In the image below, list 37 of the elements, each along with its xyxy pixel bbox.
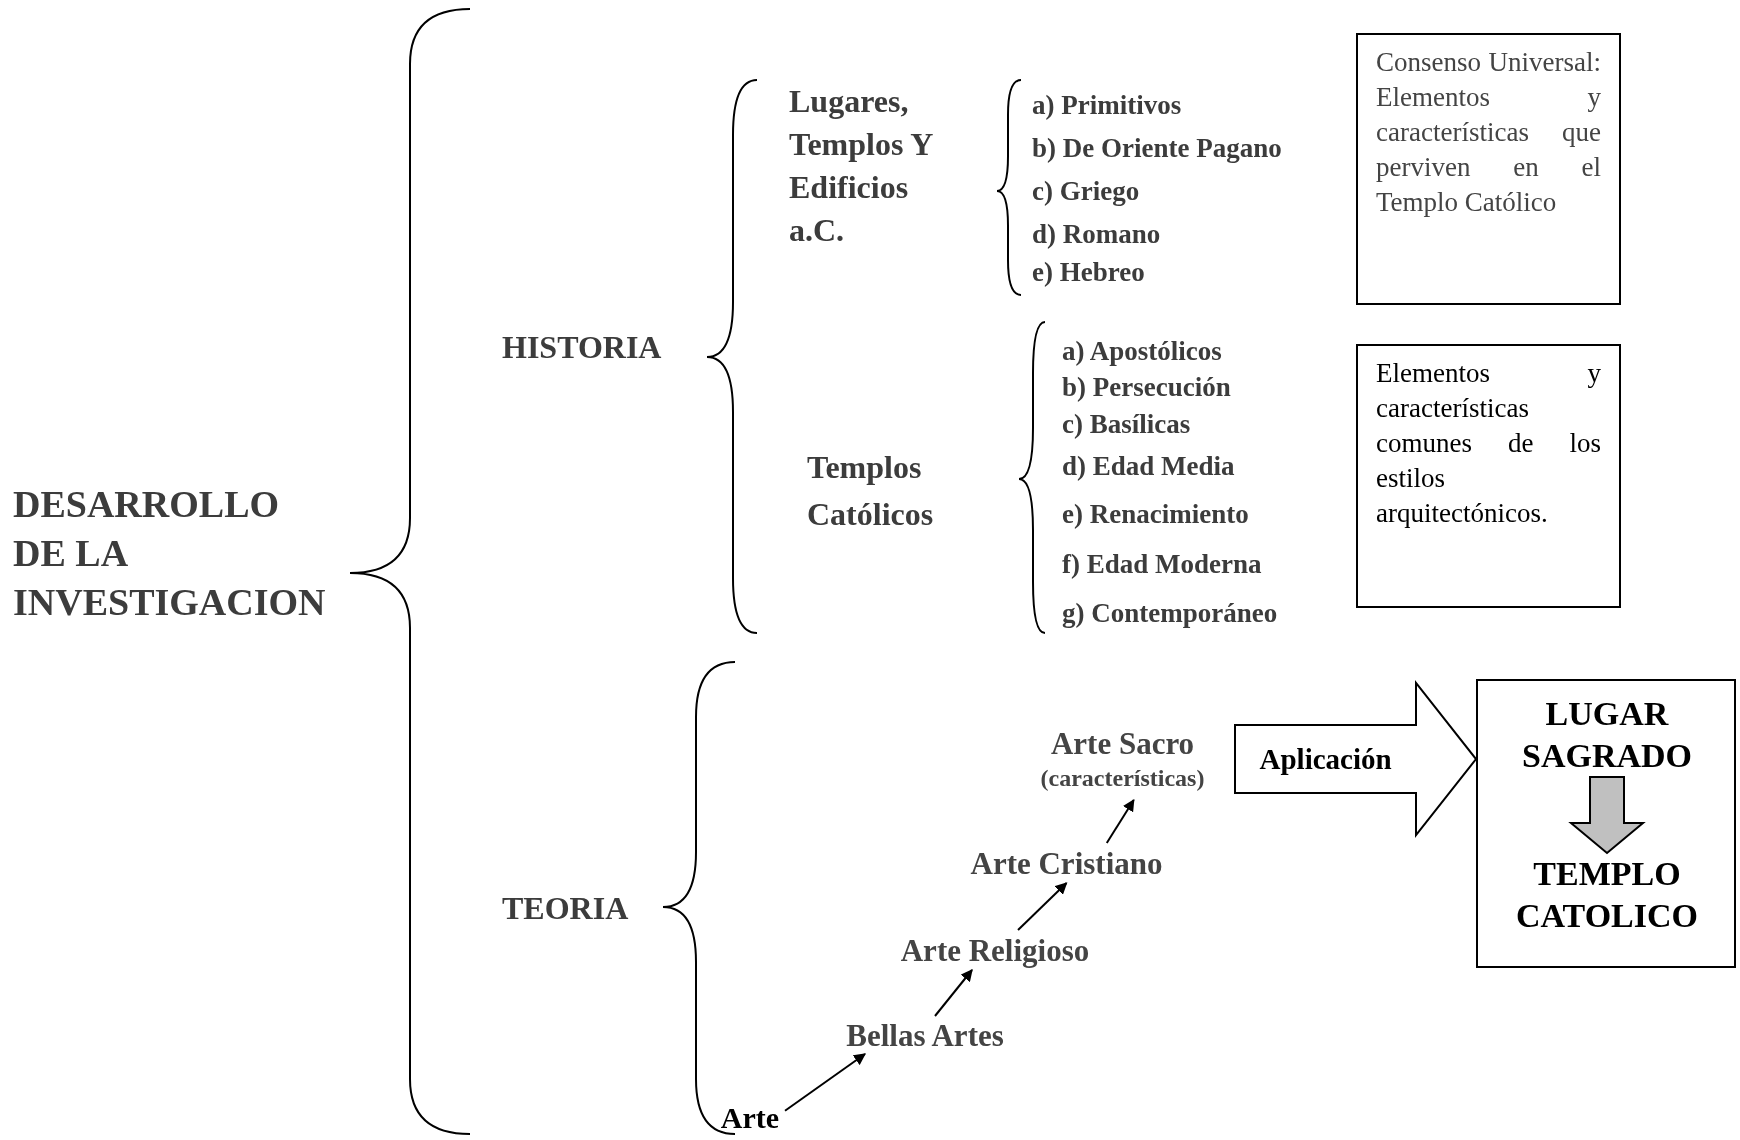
concept-note: (características) <box>1039 764 1206 794</box>
arrow <box>934 969 973 1017</box>
list-item: d) Romano <box>1032 218 1161 250</box>
list-item: c) Griego <box>1032 175 1140 207</box>
arrow <box>1105 799 1135 844</box>
list-item: e) Renacimiento <box>1062 498 1249 530</box>
list-item: a) Apostólicos <box>1062 335 1222 367</box>
edge-label: Aplicación <box>1259 742 1392 776</box>
topic-heading: DESARROLLO DE LA INVESTIGACION <box>13 482 327 625</box>
concept-label: Arte <box>715 1100 785 1136</box>
text-box <box>1356 33 1621 305</box>
list-item: e) Hebreo <box>1032 256 1145 288</box>
text-box <box>1356 344 1621 608</box>
list-item: b) Persecución <box>1062 371 1231 403</box>
block-arrow <box>1568 776 1646 855</box>
list-item: d) Edad Media <box>1062 450 1235 482</box>
list-item: a) Primitivos <box>1032 89 1182 121</box>
concept-label: Arte Cristiano <box>948 843 1185 883</box>
arrow <box>1017 882 1068 931</box>
list-item: c) Basílicas <box>1062 408 1191 440</box>
concept-label: Arte Religioso <box>880 930 1110 970</box>
arrow <box>784 1053 866 1112</box>
concept-label: TEMPLO CATOLICO <box>1478 853 1736 937</box>
branch-label: HISTORIA <box>502 328 662 366</box>
box-text: Elementos y características comunes de los estilos arquitectónicos. <box>1375 357 1602 531</box>
box-text: Consenso Universal: Elementos y características que perviven en el Templo Católico <box>1375 46 1602 220</box>
concept-label: LUGAR SAGRADO <box>1478 693 1736 777</box>
list-item: b) De Oriente Pagano <box>1032 132 1282 164</box>
list-item: f) Edad Moderna <box>1062 548 1262 580</box>
group-label: Templos Católicos <box>807 448 935 534</box>
list-item: g) Contemporáneo <box>1062 597 1278 629</box>
concept-label: Arte Sacro <box>1049 724 1196 763</box>
group-label: Lugares, Templos Y Edificios a.C. <box>789 82 934 250</box>
branch-label: TEORIA <box>502 889 629 927</box>
concept-box <box>1476 679 1736 968</box>
concept-label: Bellas Artes <box>825 1016 1025 1054</box>
block-arrow <box>1234 680 1478 838</box>
